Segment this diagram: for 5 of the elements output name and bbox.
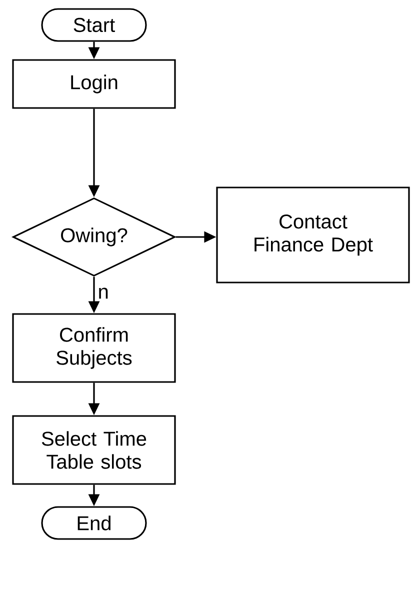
- process-box: Confirm Subjects: [12, 313, 176, 383]
- process-box: Select Time Table slots: [12, 415, 176, 485]
- process-box: Contact Finance Dept: [216, 186, 410, 284]
- process-box: Login: [12, 59, 176, 109]
- edge-label: n: [96, 286, 110, 300]
